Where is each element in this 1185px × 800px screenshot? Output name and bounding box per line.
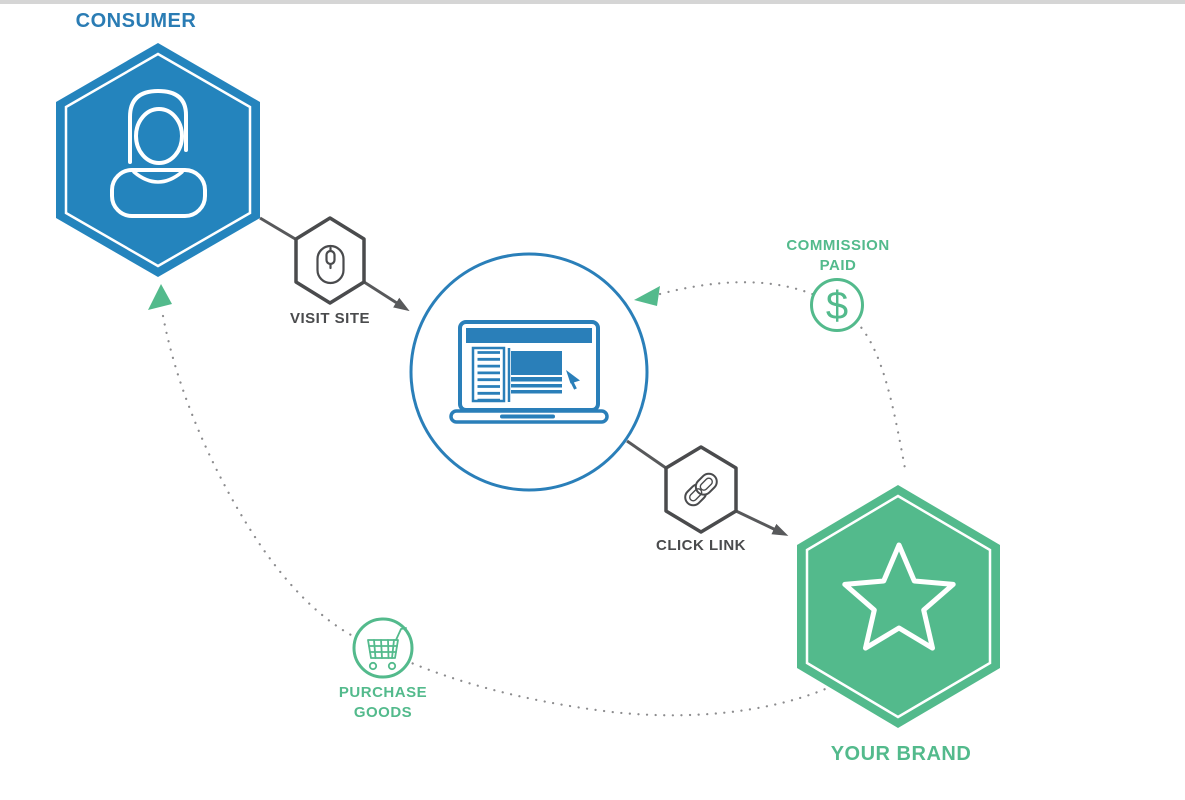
shopping-cart-icon [367,627,407,671]
brand-node [797,485,1000,728]
laptop-browser-icon [449,320,609,424]
purchase-goods-label: PURCHASE GOODS [308,683,458,723]
brand-hexagon-inner-border [805,494,992,719]
click-link-label: CLICK LINK [656,537,746,554]
purchase-goods-label-line1: PURCHASE [338,684,428,701]
commission-paid-dotted-path [658,281,908,476]
consumer-hexagon-inner-border [64,52,252,268]
website-node [409,252,649,492]
visit-site-label: VISIT SITE [289,310,370,327]
mouse-icon [316,244,345,285]
dollar-circle [810,278,864,332]
visit-site-node [294,216,366,305]
commission-paid-label-line1: COMMISSION [786,237,890,254]
person-icon [110,88,207,218]
click-link-node [664,445,738,534]
commission-paid-label: COMMISSION PAID [763,236,913,276]
brand-label: YOUR BRAND [830,743,972,765]
click-to-brand-arrow [735,509,789,536]
consumer-to-visit-connector [259,216,298,242]
commission-badge: $ [810,278,864,332]
purchase-goods-label-line2: GOODS [353,704,413,721]
top-edge-strip [0,0,1185,4]
commission-arrowhead [634,286,660,306]
purchase-badge [352,617,414,679]
brand-hexagon [797,485,1000,728]
link-chain-icon [684,472,718,507]
commission-paid-label-line2: PAID [819,257,857,274]
website-to-click-connector [626,439,667,470]
purchase-arrowhead [148,284,172,310]
dollar-icon: $ [826,284,848,328]
visit-to-website-arrow [363,280,410,312]
cart-circle [352,617,414,679]
consumer-label: CONSUMER [75,10,197,32]
star-icon [842,542,956,651]
consumer-node [56,43,260,277]
